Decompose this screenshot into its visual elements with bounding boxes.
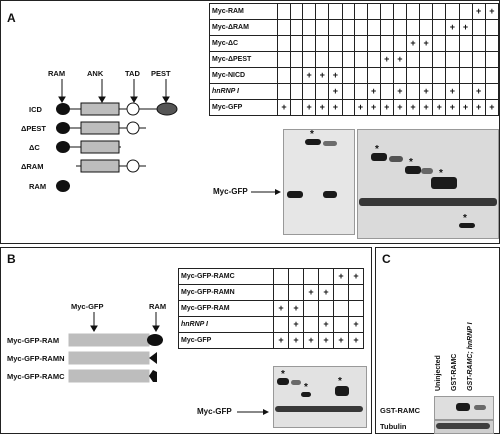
row-gst-ramc: GST-RAMC: [380, 406, 420, 415]
star-marker: *: [310, 129, 314, 140]
domain-ram: RAM: [48, 69, 66, 78]
lane-gst-ramc-hnrnp: GST-RAMC; hnRNP I: [467, 322, 474, 391]
domain-arrows: [56, 79, 178, 192]
panel-b-lane-table: Myc-GFP-RAMC ++ Myc-GFP-RAMN ++ Myc-GFP-…: [178, 268, 364, 349]
construct-icd: ICD: [29, 105, 42, 114]
panel-c: C Uninjected GST-RAMC GST-RAMC; hnRNP I …: [375, 247, 500, 434]
panel-a: A RAM ANK TAD PEST: [0, 0, 500, 244]
panel-b-diagram: [68, 312, 163, 383]
table-row: Myc-RAM ++: [209, 3, 500, 20]
blot-a-right: [357, 129, 499, 239]
domain-tad: TAD: [125, 69, 140, 78]
table-row: Myc-GFP +++++++++++++++: [209, 99, 500, 116]
lane-uninjected: Uninjected: [435, 355, 442, 391]
table-row: Myc-ΔPEST ++: [209, 51, 500, 68]
panel-a-label: A: [7, 11, 16, 25]
table-row: Myc-ΔC ++: [209, 35, 500, 52]
construct-myc-gfp-ram: Myc-GFP-RAM: [7, 336, 60, 345]
table-row: Myc-ΔRAM ++: [209, 19, 500, 36]
construct-ram: RAM: [29, 182, 47, 191]
construct-myc-gfp-ramc: Myc-GFP-RAMC: [7, 372, 65, 381]
panel-b-label: B: [7, 252, 16, 266]
construct-icd-diagram: [56, 102, 178, 116]
panel-c-label: C: [382, 252, 391, 266]
table-row: Myc-GFP-RAM ++: [178, 300, 364, 317]
construct-dc: ΔC: [29, 143, 40, 152]
construct-dpest: ΔPEST: [21, 124, 46, 133]
panel-b: B Myc-GFP RAM Myc-GFP-RAM Myc-GFP-RAMN M…: [0, 247, 372, 434]
blot-b-label: Myc-GFP: [197, 407, 232, 416]
arrow-icon: [251, 189, 281, 195]
domain-ank: ANK: [87, 69, 104, 78]
table-row: hnRNP I +++: [178, 316, 364, 333]
lane-gst-ramc: GST-RAMC: [451, 353, 458, 391]
domain-pest: PEST: [151, 69, 171, 78]
domain-ram-b: RAM: [149, 302, 167, 311]
table-row: Myc-GFP ++++++: [178, 332, 364, 349]
table-row: Myc-GFP-RAMN ++: [178, 284, 364, 301]
blot-a-left: [283, 129, 355, 235]
table-row: hnRNP I ++++++: [209, 83, 500, 100]
row-tubulin: Tubulin: [380, 422, 407, 431]
construct-dram: ΔRAM: [21, 162, 44, 171]
domain-mycgfp: Myc-GFP: [71, 302, 104, 311]
panel-a-lane-table: Myc-RAM ++ Myc-ΔRAM ++ Myc-ΔC ++ Myc-ΔPE…: [209, 3, 500, 116]
blot-a-label: Myc-GFP: [213, 187, 248, 196]
blot-b: [273, 366, 367, 428]
table-row: Myc-GFP-RAMC ++: [178, 268, 364, 285]
table-row: Myc-NICD +++: [209, 67, 500, 84]
construct-myc-gfp-ramn: Myc-GFP-RAMN: [7, 354, 65, 363]
arrow-icon: [237, 409, 269, 415]
